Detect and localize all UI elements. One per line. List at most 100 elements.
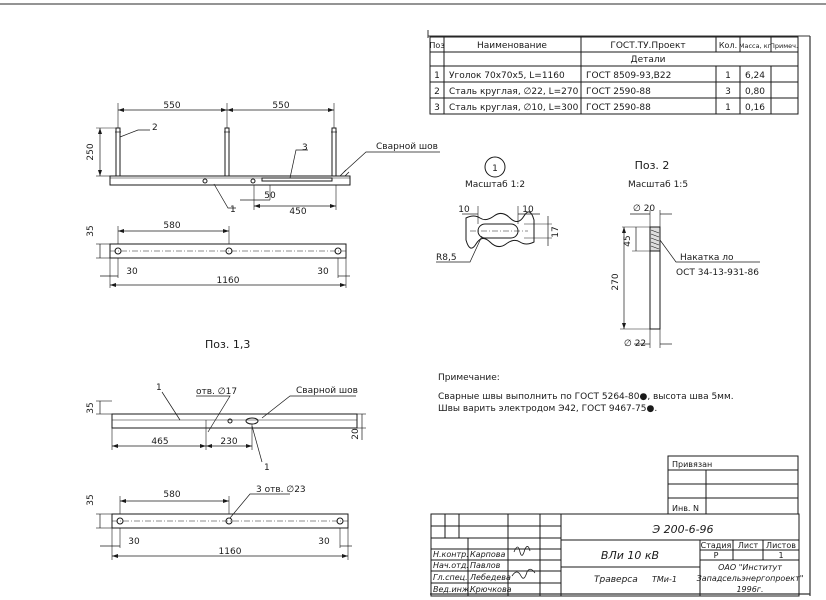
item-mark: ТМи-1: [652, 575, 677, 584]
org-line-1: ОАО "Институт: [718, 563, 782, 572]
callout-1: 1: [230, 205, 236, 215]
weld-label-top: Сварной шов: [376, 142, 438, 152]
spec-header-gost: ГОСТ.ТУ.Проект: [610, 41, 685, 51]
spec-cell-qty: 1: [725, 103, 731, 113]
spec-cell-pos: 1: [434, 71, 440, 81]
spec-row: 3 Сталь круглая, ∅10, L=300 ГОСТ 2590-88…: [434, 103, 765, 113]
detail-1-scale: Масштаб 1:2: [465, 180, 525, 190]
sheet-header: Лист: [738, 541, 759, 550]
pos13-dim-230: 230: [220, 437, 237, 447]
spec-header-mass: Масса, кг: [739, 42, 772, 50]
spec-cell-mass: 6,24: [745, 71, 765, 81]
pos13-callout-1: 1: [156, 383, 162, 393]
role-title: Нач.отд.: [433, 561, 469, 570]
sheets-header: Листов: [766, 541, 796, 550]
pos13-dim-35: 35: [86, 402, 96, 413]
stage-value: Р: [714, 551, 719, 560]
spec-cell-pos: 2: [434, 87, 440, 97]
role-row: Вед.инж. Крючкова: [433, 585, 512, 594]
pos2-dim-45: 45: [623, 235, 633, 246]
dim-50: 50: [264, 191, 276, 201]
pos2-dia-top: ∅ 20: [633, 204, 655, 214]
pos2-knurl-line1: Накатка ло: [680, 253, 734, 263]
product-name: ВЛи 10 кВ: [601, 549, 659, 562]
stage-header: Стадия: [701, 541, 732, 550]
spec-header-pos: Поз: [429, 41, 444, 50]
role-title: Вед.инж.: [433, 585, 472, 594]
dim-550-right: 550: [272, 101, 289, 111]
detail-dim-17: 17: [551, 226, 561, 237]
role-row: Н.контр. Карпова: [433, 550, 506, 559]
pos1-plan-view: [96, 493, 352, 560]
dim-1160: 1160: [217, 276, 240, 286]
spec-row: 2 Сталь круглая, ∅22, L=270 ГОСТ 2590-88…: [434, 87, 765, 97]
note-title: Примечание:: [438, 373, 500, 383]
spec-cell-qty: 3: [725, 87, 731, 97]
role-person: Лебедева: [469, 573, 511, 582]
angle-plan-view: [96, 226, 350, 288]
role-row: Нач.отд. Павлов: [433, 561, 501, 570]
pos1-dim-1160: 1160: [219, 547, 242, 557]
spec-header-name: Наименование: [477, 41, 547, 51]
detail-circle-number: 1: [492, 164, 498, 174]
signature: [511, 546, 536, 579]
detail-radius: R8,5: [436, 253, 457, 263]
detail-dim-10-right: 10: [522, 205, 534, 215]
detail-1: [436, 156, 552, 263]
dim-30-right: 30: [317, 267, 329, 277]
pos1-dim-35: 35: [86, 494, 96, 505]
note-line-1: Сварные швы выполнить по ГОСТ 5264-80●, …: [438, 392, 734, 402]
role-row: Гл.спец. Лебедева: [433, 573, 511, 582]
pos2-rod: [620, 210, 760, 348]
pos13-dim-465: 465: [151, 437, 168, 447]
pos2-knurl-line2: ОСТ 34-13-931-86: [676, 268, 759, 278]
assembly-front-view: [96, 103, 440, 210]
role-person: Крючкова: [470, 585, 512, 594]
role-title: Гл.спец.: [433, 573, 468, 582]
note-line-2: Швы варить электродом Э42, ГОСТ 9467-75●…: [438, 404, 657, 414]
item-name: Траверса: [594, 575, 638, 585]
spec-row: 1 Уголок 70х70х5, L=1160 ГОСТ 8509-93,В2…: [434, 71, 765, 81]
role-person: Павлов: [470, 561, 501, 570]
pos13-view: [96, 391, 366, 463]
pos1-hole-callout: 3 отв. ∅23: [256, 485, 306, 495]
dim-580: 580: [163, 221, 180, 231]
spec-cell-name: Уголок 70х70х5, L=1160: [449, 71, 565, 81]
spec-cell-pos: 3: [434, 103, 440, 113]
role-title: Н.контр.: [433, 550, 469, 559]
detail-dim-10-left: 10: [458, 205, 470, 215]
pos2-dia-bottom: ∅ 22: [624, 339, 646, 349]
callout-3: 3: [302, 143, 308, 153]
spec-cell-qty: 1: [725, 71, 731, 81]
dim-550-left: 550: [163, 101, 180, 111]
spec-cell-name: Сталь круглая, ∅22, L=270: [449, 87, 579, 97]
dim-35: 35: [86, 225, 96, 236]
spec-header-qty: Кол.: [719, 41, 737, 50]
pos13-callout-1b: 1: [264, 463, 270, 473]
spec-header-note: Примеч.: [770, 42, 798, 50]
org-line-2: Западсельэнергопроект": [697, 574, 804, 583]
stamp-privyazan: Привязан: [672, 460, 712, 469]
pos1-dim-30-left: 30: [128, 537, 140, 547]
spec-cell-gost: ГОСТ 2590-88: [586, 87, 651, 97]
spec-cell-name: Сталь круглая, ∅10, L=300: [449, 103, 579, 113]
dim-250: 250: [86, 143, 96, 160]
spec-cell-gost: ГОСТ 2590-88: [586, 103, 651, 113]
spec-cell-mass: 0,80: [745, 87, 765, 97]
stamp-inv-number: Инв. N: [672, 504, 699, 513]
title-block: [430, 513, 800, 597]
sheet-frame: [0, 3, 826, 596]
dim-30-left: 30: [126, 267, 138, 277]
pos1-dim-30-right: 30: [318, 537, 330, 547]
pos13-hole-17: отв. ∅17: [196, 387, 237, 397]
spec-cell-gost: ГОСТ 8509-93,В22: [586, 71, 671, 81]
sheets-value: 1: [778, 551, 783, 560]
dim-450: 450: [289, 207, 306, 217]
role-person: Карпова: [470, 550, 506, 559]
spec-cell-mass: 0,16: [745, 103, 765, 113]
pos2-title: Поз. 2: [635, 159, 670, 172]
pos13-title: Поз. 1,3: [205, 338, 250, 351]
pos1-dim-580: 580: [163, 490, 180, 500]
pos2-dim-270: 270: [611, 273, 621, 290]
